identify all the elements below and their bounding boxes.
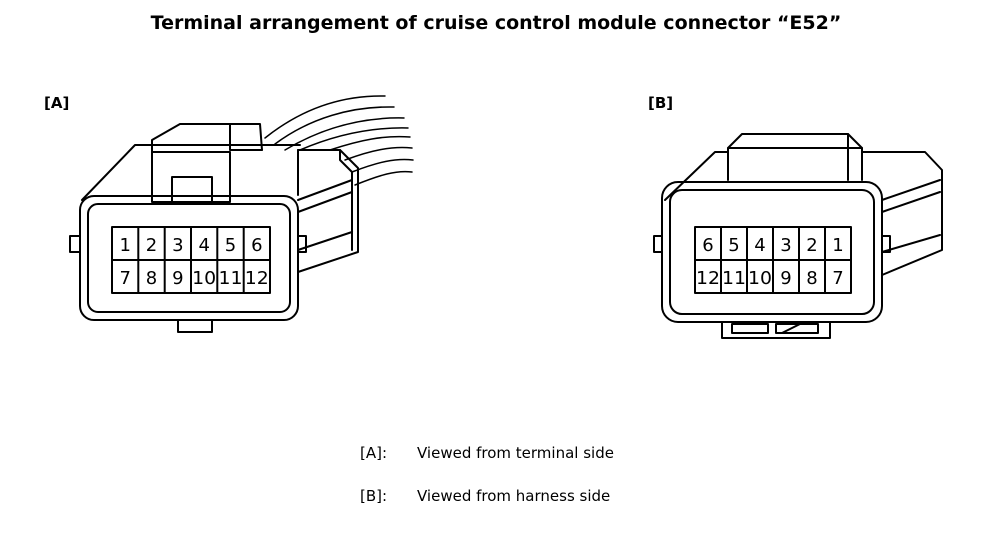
terminal-b-top-2: 2 [806,235,817,256]
terminal-a-top-4: 4 [198,235,209,256]
connector-a: 1 2 3 4 5 6 7 8 9 10 11 12 [69,95,414,333]
legend-text-a: Viewed from terminal side [417,444,614,462]
legend-text-b: Viewed from harness side [417,487,611,505]
terminal-a-top-5: 5 [225,235,236,256]
view-b-label: [B] [648,94,674,112]
view-a-label: [A] [44,94,70,112]
connector-a-wires [264,95,414,186]
legend-key-b: [B]: [360,487,388,505]
terminal-b-bottom-12: 12 [696,268,720,289]
legend-row-a: [A]: Viewed from terminal side [360,444,614,462]
terminal-a-top-1: 1 [119,235,130,256]
terminal-a-bottom-10: 10 [192,268,216,289]
terminal-b-top-6: 6 [702,235,713,256]
legend-key-a: [A]: [360,444,388,462]
terminal-a-top-6: 6 [251,235,262,256]
terminal-b-bottom-7: 7 [832,268,843,289]
terminal-b-bottom-11: 11 [722,268,746,289]
terminal-a-top-3: 3 [172,235,183,256]
terminal-b-top-5: 5 [728,235,739,256]
connector-b-terminal-grid: 6 5 4 3 2 1 12 11 10 9 8 7 [694,226,852,294]
connector-b: 6 5 4 3 2 1 12 11 10 9 8 7 [653,133,943,339]
connector-a-terminal-grid: 1 2 3 4 5 6 7 8 9 10 11 12 [111,226,271,294]
diagram-title: Terminal arrangement of cruise control m… [150,12,842,34]
terminal-a-bottom-8: 8 [146,268,157,289]
terminal-a-bottom-9: 9 [172,268,183,289]
terminal-a-bottom-11: 11 [219,268,243,289]
terminal-b-bottom-10: 10 [748,268,772,289]
terminal-b-top-3: 3 [780,235,791,256]
terminal-b-bottom-9: 9 [780,268,791,289]
terminal-a-bottom-7: 7 [119,268,130,289]
legend-row-b: [B]: Viewed from harness side [360,487,610,505]
terminal-b-top-1: 1 [832,235,843,256]
terminal-a-top-2: 2 [146,235,157,256]
terminal-b-bottom-8: 8 [806,268,817,289]
terminal-a-bottom-12: 12 [245,268,269,289]
terminal-b-top-4: 4 [754,235,765,256]
